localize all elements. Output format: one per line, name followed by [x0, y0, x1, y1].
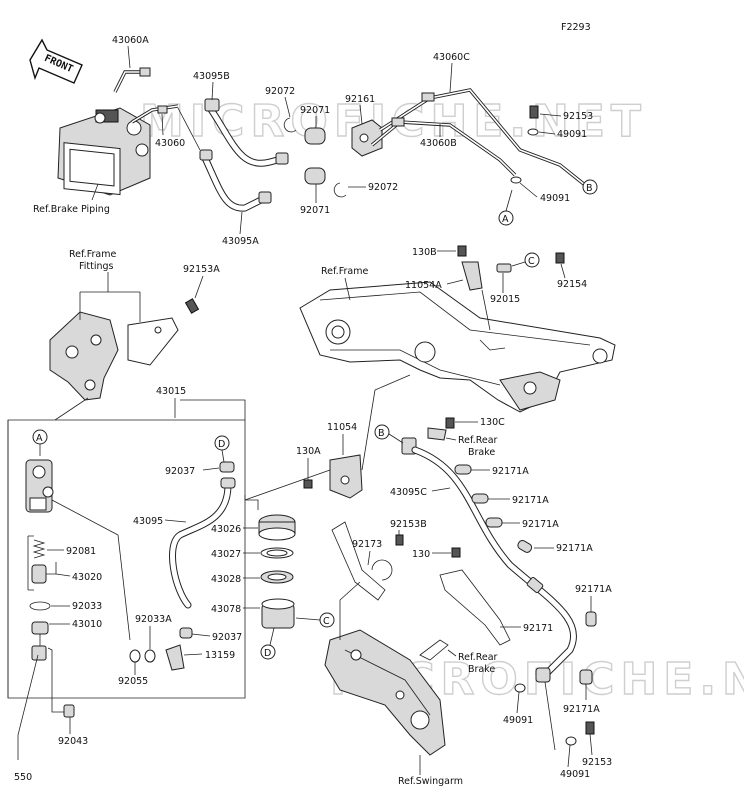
- label-43028: 43028: [211, 574, 241, 585]
- label-43078: 43078: [211, 604, 241, 615]
- joint-block: [351, 119, 383, 157]
- svg-text:A: A: [36, 433, 43, 444]
- label-92173: 92173: [352, 539, 382, 550]
- chain-guard: [324, 629, 446, 756]
- label-92072-b: 92072: [368, 182, 398, 193]
- label-92037-b: 92037: [212, 632, 242, 643]
- label-92153-bottom: 92153: [582, 757, 612, 768]
- ref-frame-fittings-2: Fittings: [79, 261, 114, 272]
- label-43060A: 43060A: [112, 35, 149, 46]
- master-cylinder: [25, 459, 54, 513]
- label-43095B: 43095B: [193, 71, 230, 82]
- svg-text:D: D: [218, 439, 225, 450]
- label-92171A-6: 92171A: [563, 704, 600, 715]
- label-92153B: 92153B: [390, 519, 427, 530]
- label-92154: 92154: [557, 279, 587, 290]
- label-92072-a: 92072: [265, 86, 295, 97]
- label-92037-a: 92037: [165, 466, 195, 477]
- label-11054A: 11054A: [405, 280, 442, 291]
- label-92171A-3: 92171A: [522, 519, 559, 530]
- figure-code: F2293: [561, 22, 591, 33]
- label-49091-b2: 49091: [560, 769, 590, 780]
- label-43095: 43095: [133, 516, 163, 527]
- label-92043: 92043: [58, 736, 88, 747]
- svg-text:C: C: [323, 616, 330, 627]
- abs-hydraulic-unit: [57, 107, 151, 196]
- label-43020: 43020: [72, 572, 102, 583]
- label-43095A: 43095A: [222, 236, 259, 247]
- front-arrow-icon: FRONT: [29, 38, 83, 84]
- label-49091-mid: 49091: [540, 193, 570, 204]
- label-130B: 130B: [412, 247, 437, 258]
- svg-text:B: B: [378, 428, 385, 439]
- svg-text:C: C: [528, 256, 535, 267]
- frame: [299, 281, 616, 413]
- label-43015: 43015: [156, 386, 186, 397]
- label-43010: 43010: [72, 619, 102, 630]
- spring: [32, 539, 46, 559]
- ref-rear-brake-1-line2: Brake: [468, 447, 495, 458]
- label-92171: 92171: [523, 623, 553, 634]
- label-92153-top: 92153: [563, 111, 593, 122]
- label-92171A-2: 92171A: [512, 495, 549, 506]
- ref-frame: Ref.Frame: [321, 266, 368, 277]
- ref-rear-brake-2-line1: Ref.Rear: [458, 652, 498, 663]
- svg-text:B: B: [586, 183, 593, 194]
- label-92033: 92033: [72, 601, 102, 612]
- label-92071-b: 92071: [300, 205, 330, 216]
- label-92081: 92081: [66, 546, 96, 557]
- label-92153A: 92153A: [183, 264, 220, 275]
- label-43026: 43026: [211, 524, 241, 535]
- ref-frame-fittings-1: Ref.Frame: [69, 249, 116, 260]
- ref-rear-brake-2-line2: Brake: [468, 664, 495, 675]
- label-92015: 92015: [490, 294, 520, 305]
- label-92171A-5: 92171A: [575, 584, 612, 595]
- label-92055: 92055: [118, 676, 148, 687]
- label-550: 550: [14, 772, 32, 783]
- svg-text:A: A: [502, 214, 509, 225]
- reservoir-stack: [258, 514, 296, 629]
- label-92071-a: 92071: [300, 105, 330, 116]
- label-43060C: 43060C: [433, 52, 470, 63]
- marker-d-res: [260, 644, 276, 660]
- marker-c-top: [524, 252, 540, 268]
- label-49091-top: 49091: [557, 129, 587, 140]
- label-43027: 43027: [211, 549, 241, 560]
- label-92161: 92161: [345, 94, 375, 105]
- label-130: 130: [412, 549, 430, 560]
- ref-brake-piping: Ref.Brake Piping: [33, 204, 110, 215]
- label-92171A-1: 92171A: [492, 466, 529, 477]
- svg-text:D: D: [264, 648, 271, 659]
- label-92033A: 92033A: [135, 614, 172, 625]
- label-43060: 43060: [155, 138, 185, 149]
- label-49091-b1: 49091: [503, 715, 533, 726]
- marker-b-rear: [374, 424, 390, 440]
- label-11054: 11054: [327, 422, 357, 433]
- ref-swingarm: Ref.Swingarm: [398, 776, 463, 787]
- ref-rear-brake-1-line1: Ref.Rear: [458, 435, 498, 446]
- label-43060B: 43060B: [420, 138, 457, 149]
- master-cylinder-bracket: [49, 311, 179, 401]
- marker-b-top: [582, 179, 598, 195]
- label-130A: 130A: [296, 446, 321, 457]
- label-92171A-4: 92171A: [556, 543, 593, 554]
- label-130C: 130C: [480, 417, 505, 428]
- label-43095C: 43095C: [390, 487, 427, 498]
- label-13159: 13159: [205, 650, 235, 661]
